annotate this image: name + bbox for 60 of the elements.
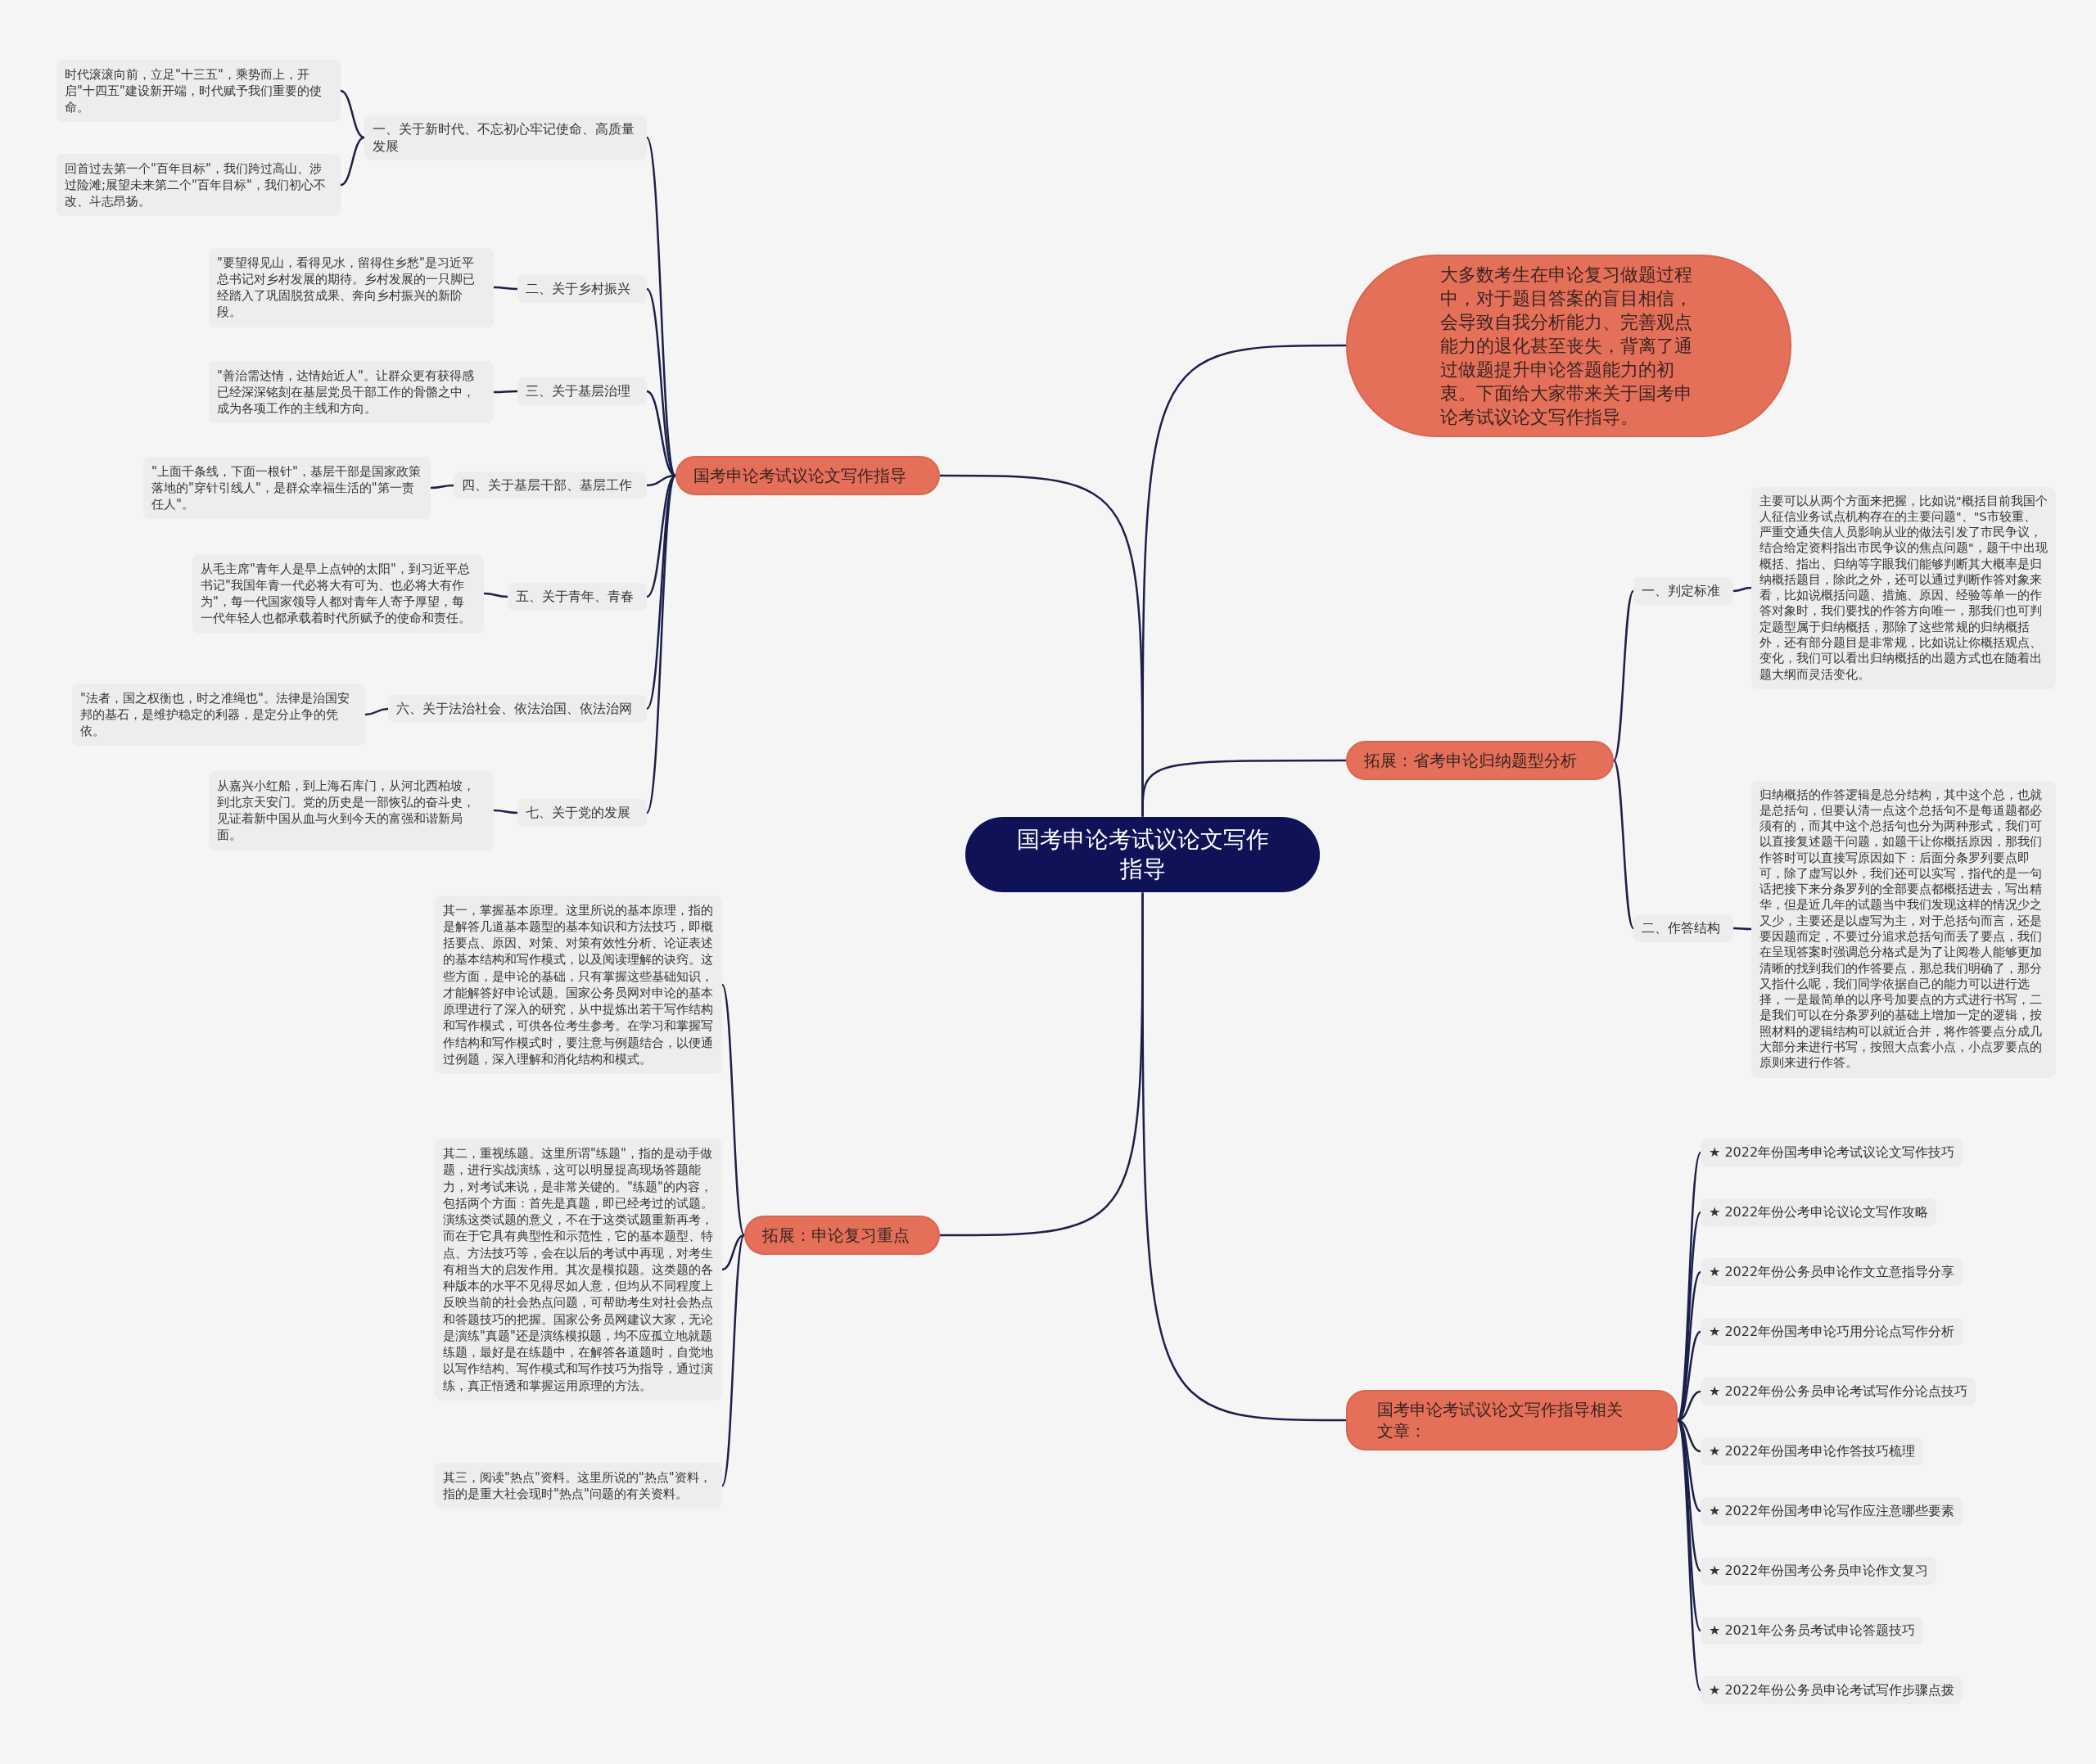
article-link: ★ 2022年份国考申论巧用分论点写作分析 <box>1701 1318 1963 1346</box>
subtopic: 四、关于基层干部、基层工作 <box>454 471 647 499</box>
subtopic: 五、关于青年、青春 <box>508 583 647 611</box>
connector-line <box>645 475 677 814</box>
connector-line <box>1612 760 1635 929</box>
note-text: 回首过去第一个"百年目标"，我们跨过高山、涉过险滩;展望未来第二个"百年目标"，我们初心不改、斗志昂扬。 <box>56 153 341 217</box>
branch-topic: 拓展：申论复习重点 <box>744 1216 940 1255</box>
subtopic: 一、关于新时代、不忘初心牢记使命、高质量发展 <box>364 115 647 160</box>
subtopic: 七、关于党的发展 <box>517 799 647 827</box>
article-link: ★ 2022年份国考公务员申论作文复习 <box>1701 1557 1937 1585</box>
article-link: ★ 2022年份国考申论考试议论文写作技巧 <box>1701 1139 1963 1166</box>
subtopic: 六、关于法治社会、依法治国、依法治网 <box>388 695 647 723</box>
connector-line <box>646 288 676 476</box>
connector-line <box>645 137 677 476</box>
connector-line <box>1141 759 1346 817</box>
branch-topic: 国考申论考试议论文写作指导相关文章： <box>1346 1390 1678 1450</box>
note-text: 主要可以从两个方面来把握，比如说"概括目前我国个人征信业务试点机构存在的主要问题"、"S市较重、严重交通失信人员影响从业的做法引发了市民争议，结合给定资料指出市民争议的焦点问题"，题干中出现概括、指出、归纳等字眼我们能够判断其大概率是归纳概括题目，除此之外，还可以通过判断作答对象来看，比如说概括问题、措施、原因、经验等单一的作答对象时，我们要找的作答方向唯一，那我们也可判定题型属于归纳概括，那除了这些常规的归纳概括外，还有部分题目是非常规，比如说让你概括观点、变化，我们可以看出归纳概括的出题方式也在随着出题大纲而灵活变化。 <box>1751 486 2056 689</box>
subtopic: 二、关于乡村振兴 <box>517 275 647 303</box>
note-text: 其一，掌握基本原理。这里所说的基本原理，指的是解答几道基本题型的基本知识和方法技巧，即概括要点、原因、对策、对策有效性分析、论证表述的基本结构和写作模式，以及阅读理解的诀窍。这些方面，是申论的基础，只有掌握这些基础知识，才能解答好申论试题。国家公务员网对申论的基本原理进行了深入的研究，从中提炼出若干写作结构和写作模式，可供各位考生参考。在学习和掌握写作结构和写作模式时，要注意与例题结合，以便通过例题，深入理解和消化结构和模式。 <box>435 895 722 1074</box>
connector-line <box>1141 892 1346 1422</box>
connector-line <box>646 475 676 710</box>
note-text: 从嘉兴小红船，到上海石库门，从河北西柏坡，到北京天安门。党的历史是一部恢弘的奋斗史，见证着新中国从血与火到今天的富强和谐新局面。 <box>209 770 494 850</box>
note-text: 其二，重视练题。这里所谓"练题"，指的是动手做题，进行实战演练，这可以明显提高现场答题能力，对考试来说，是非常关键的。"练题"的内容，包括两个方面：首先是真题，即已经考过的试题。演练这类试题的意义，不在于这类试题重新再考，而在于它具有典型性和示范性，它的基本题型、特点、方法技巧等，会在以后的考试中再现，对考生有相当大的启发作用。其次是模拟题。这类题的各种版本的水平不见得尽如人意，但均从不同程度上反映当前的社会热点问题，可帮助考生对社会热点和答题技巧的把握。国家公务员网建议大家，无论是演练"真题"还是演练模拟题，均不应孤立地就题练题，最好是在练题中，在解答各道题时，自觉地以写作结构、写作模式和写作技巧为指导，通过演练，真正悟透和掌握运用原理的方法。 <box>435 1139 722 1401</box>
connector-line <box>364 707 389 716</box>
subtopic: 三、关于基层治理 <box>517 377 647 405</box>
article-link: ★ 2022年份公务员申论考试写作分论点技巧 <box>1701 1378 1976 1405</box>
connector-line <box>1733 927 1751 931</box>
connector-line <box>1676 1419 1702 1691</box>
note-text: "善治需达情，达情始近人"。让群众更有获得感已经深深铭刻在基层党员干部工作的骨骼之中，成为各项工作的主线和方向。 <box>209 360 494 424</box>
connector-line <box>721 1234 745 1271</box>
connector-line <box>494 286 517 291</box>
connector-line <box>720 984 746 1236</box>
note-text: "上面千条线，下面一根针"，基层干部是国家政策落地的"穿针引线人"，是群众幸福生活的"第一责任人"。 <box>143 456 431 520</box>
connector-line <box>720 1234 746 1487</box>
article-link: ★ 2022年份公务员申论考试写作步骤点拨 <box>1701 1676 1963 1704</box>
article-link: ★ 2022年份国考申论写作应注意哪些要素 <box>1701 1497 1963 1525</box>
subtopic: 一、判定标准 <box>1633 577 1733 605</box>
note-text: 归纳概括的作答逻辑是总分结构，其中这个总，也就是总括句，但要认清一点这个总括句不是每道题都必须有的，而其中这个总括句也分为两种形式，我们可以直接复述题干问题，如题干让你概括原因，那我们作答时可以直接写原因如下：后面分条罗列要点即可，除了虚写以外，我们还可以实写，指代的是一句话把接下来分条罗列的全部要点都概括进去，写出精华，但是近几年的试题当中我们发现这样的情况少之又少，主要还是以虚写为主，对于总括句而言，还是要因题而定，不要过分追求总括句而丢了要点，我们在呈现答案时强调总分格式是为了让阅卷人能够更加清晰的找到我们的作答要点，那总我们明确了，那分又指什么呢，我们同学依据自己的能力可以进行选择，一是最简单的以序号加要点的方式进行书写，二是我们可以在分条罗列的基础上增加一定的逻辑，按照材料的逻辑结构可以就近合并，将作答要点分成几大部分来进行书写，按照大点套小点，小点罗要点的原则来进行作答。 <box>1751 780 2056 1078</box>
central-topic: 国考申论考试议论文写作指导 <box>965 816 1320 893</box>
connector-line <box>340 136 365 187</box>
note-text: 时代滚滚向前，立足"十三五"，乘势而上，开启"十四五"建设新开端，时代赋予我们重要的使命。 <box>56 59 341 123</box>
article-link: ★ 2022年份公考申论议论文写作攻略 <box>1701 1198 1937 1226</box>
article-link: ★ 2021年公务员考试申论答题技巧 <box>1701 1617 1924 1644</box>
subtopic: 二、作答结构 <box>1633 914 1733 942</box>
article-link: ★ 2022年份公务员申论作文立意指导分享 <box>1701 1258 1963 1286</box>
connector-line <box>494 390 517 394</box>
note-text: 从毛主席"青年人是早上点钟的太阳"，到习近平总书记"我国年青一代必将大有可为、也必将大有作为"，每一代国家领导人都对青年人寄予厚望，每一代年轻人也都承载着时代所赋予的使命和责任。 <box>192 553 484 634</box>
branch-topic: 拓展：省考申论归纳题型分析 <box>1346 741 1614 780</box>
note-text: "要望得见山，看得见水，留得住乡愁"是习近平总书记对乡村发展的期待。乡村发展的一只脚已经踏入了巩固脱贫成果、奔向乡村振兴的新阶段。 <box>209 247 494 327</box>
note-text: 其三，阅读"热点"资料。这里所说的"热点"资料，指的是重大社会现时"热点"问题的有关资料。 <box>435 1462 722 1509</box>
note-text: "法者，国之权衡也，时之准绳也"。法律是治国安邦的基石，是维护稳定的利器，是定分止争的凭依。 <box>72 683 365 747</box>
branch-topic: 国考申论考试议论文写作指导 <box>675 456 940 495</box>
article-link: ★ 2022年份国考申论作答技巧梳理 <box>1701 1437 1924 1465</box>
connector-line <box>1612 590 1635 761</box>
intro-bubble: 大多数考生在申论复习做题过程中，对于题目答案的盲目相信，会导致自我分析能力、完善观点能力的退化甚至丧失，背离了通过做题提升申论答题能力的初衷。下面给大家带来关于国考申论考试议论文写作指导。 <box>1346 254 1791 437</box>
connector-line <box>430 484 454 489</box>
connector-line <box>493 809 518 814</box>
connector-line <box>483 592 508 598</box>
connector-line <box>340 89 365 139</box>
connector-line <box>1732 586 1752 593</box>
